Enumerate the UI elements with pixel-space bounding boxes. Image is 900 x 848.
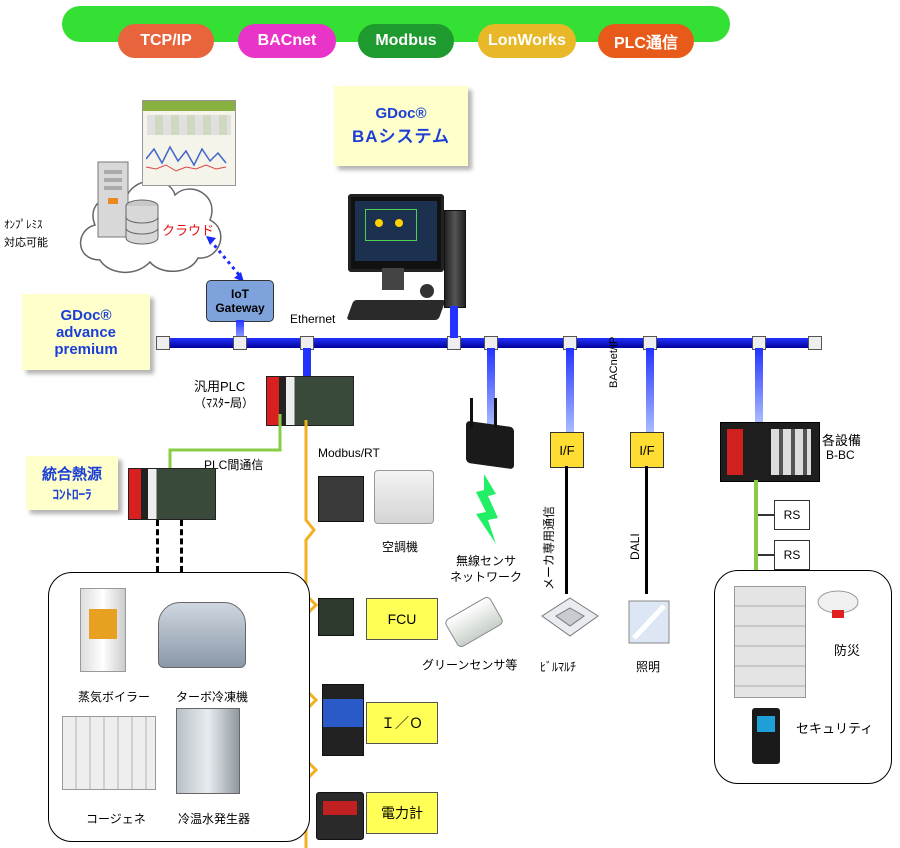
green-sensor-icon [443, 595, 505, 649]
heat-plc-icon [128, 468, 216, 520]
heat-link-2 [180, 520, 183, 572]
lighting-drop [646, 348, 654, 432]
dashboard-screenshot [142, 100, 236, 186]
antenna-left [470, 398, 473, 428]
fcu-box: FCU [366, 598, 438, 640]
gateway-drop [236, 320, 244, 342]
cloud-gateway-link [206, 236, 244, 282]
power-meter-icon [316, 792, 364, 840]
antenna-right [494, 398, 497, 428]
ethernet-label: Ethernet [290, 312, 336, 326]
ba-system-title: BAシステム [351, 127, 451, 146]
modbus-rt-label: Modbus/RT [318, 446, 380, 460]
steam-boiler-icon [80, 588, 126, 672]
on-prem-label-1: ｵﾝﾌﾟﾚﾐｽ [4, 219, 43, 231]
gdoc-advance-brand: GDoc® [60, 306, 112, 324]
ba-system-box: GDoc® BAシステム [334, 86, 468, 166]
turbo-chiller-label: ターボ冷凍機 [176, 690, 249, 704]
rs2-link [758, 554, 774, 556]
cloud-icon [79, 161, 222, 274]
mouse-icon [420, 284, 434, 298]
lighting-fixture-icon [628, 600, 670, 644]
bbc-controller-icon [720, 422, 820, 482]
iot-gateway-line1: IoT [231, 287, 249, 301]
protocol-pill-bacnet: BACnet [238, 24, 336, 58]
rs-box-2: RS [774, 540, 810, 570]
io-module-icon [322, 684, 364, 756]
fcu-controller-icon [318, 598, 354, 636]
modbus-module-icon [318, 476, 364, 522]
gdoc-advance-box: GDoc® advance premium [22, 294, 150, 370]
fire-panel-icon [734, 586, 806, 698]
plc-drop [303, 348, 311, 378]
protocol-pill-tcpip: TCP/IP [118, 24, 214, 58]
heat-link-1 [156, 520, 159, 572]
plc-master-label-1: 汎用PLC [194, 379, 246, 394]
cloud-label: クラウド [162, 223, 215, 238]
cogeneration-label: コージェネ [86, 812, 146, 826]
monitor-icon [348, 194, 444, 272]
net-node [156, 336, 170, 350]
workstation-drop [450, 306, 458, 338]
lighting-if-box: I/F [630, 432, 664, 468]
iot-gateway-box: IoT Gateway [206, 280, 274, 322]
wireless-router-icon [466, 420, 514, 470]
heat-controller-line2: ｺﾝﾄﾛｰﾗ [52, 487, 92, 502]
fire-label: 防災 [834, 643, 861, 658]
air-conditioner-label: 空調機 [382, 540, 419, 554]
bacnet-ip-label: BACnet/IP [608, 336, 620, 388]
lighting-label: 照明 [636, 660, 661, 674]
plc-link-label: PLC間通信 [204, 458, 264, 472]
plc-master-label-2: （ﾏｽﾀｰ局） [194, 396, 255, 410]
maker-if-box: I/F [550, 432, 584, 468]
on-prem-label-2: 対応可能 [4, 237, 48, 249]
rs-box-1: RS [774, 500, 810, 530]
maker-comm-label: メーカ専用通信 [542, 505, 556, 590]
wireless-label-2: ネットワーク [450, 570, 523, 584]
monitor-stand [382, 268, 404, 290]
wireless-drop [487, 348, 495, 426]
net-node [808, 336, 822, 350]
cogeneration-icon [62, 716, 156, 790]
facilities-label-2: B-BC [826, 448, 855, 462]
iot-gateway-line2: Gateway [215, 301, 265, 315]
net-node [447, 336, 461, 350]
wireless-label-1: 無線センサ [456, 554, 517, 568]
building-multi-label: ﾋﾞﾙﾏﾙﾁ [540, 660, 577, 674]
power-meter-box: 電力計 [366, 792, 438, 834]
rs1-link [758, 514, 774, 516]
maker-drop [566, 348, 574, 432]
wireless-bolt-icon [476, 474, 498, 544]
dali-label: DALI [628, 533, 642, 560]
maker-line [565, 466, 568, 594]
gdoc-advance-line2: advance [55, 323, 117, 341]
smoke-detector-icon [817, 590, 859, 618]
pc-tower-icon [444, 210, 466, 308]
lighting-line [645, 466, 648, 594]
plc-link-line [168, 414, 282, 468]
io-box: Ｉ／Ｏ [366, 702, 438, 744]
security-device-icon [752, 708, 780, 764]
security-label: セキュリティ [796, 721, 874, 736]
turbo-chiller-icon [158, 602, 246, 668]
heat-controller-box: 統合熱源 ｺﾝﾄﾛｰﾗ [26, 456, 118, 510]
net-node [233, 336, 247, 350]
keyboard-icon [346, 300, 446, 320]
absorption-chiller-label: 冷温水発生器 [178, 812, 251, 826]
air-conditioner-icon [374, 470, 434, 524]
facility-green-line [754, 480, 758, 570]
protocol-pill-plc: PLC通信 [598, 24, 694, 58]
gdoc-advance-line3: premium [54, 340, 118, 358]
absorption-chiller-icon [176, 708, 240, 794]
building-multi-ac-icon [541, 597, 599, 637]
protocol-pill-modbus: Modbus [358, 24, 454, 58]
facilities-label-1: 各設備 [822, 433, 862, 448]
ba-system-brand: GDoc® [375, 105, 427, 122]
facility-drop [755, 348, 763, 422]
steam-boiler-label: 蒸気ボイラー [78, 690, 151, 704]
heat-controller-line1: 統合熱源 [41, 466, 102, 483]
green-sensor-label: グリーンセンサ等 [422, 658, 518, 672]
protocol-pill-lonworks: LonWorks [478, 24, 576, 58]
